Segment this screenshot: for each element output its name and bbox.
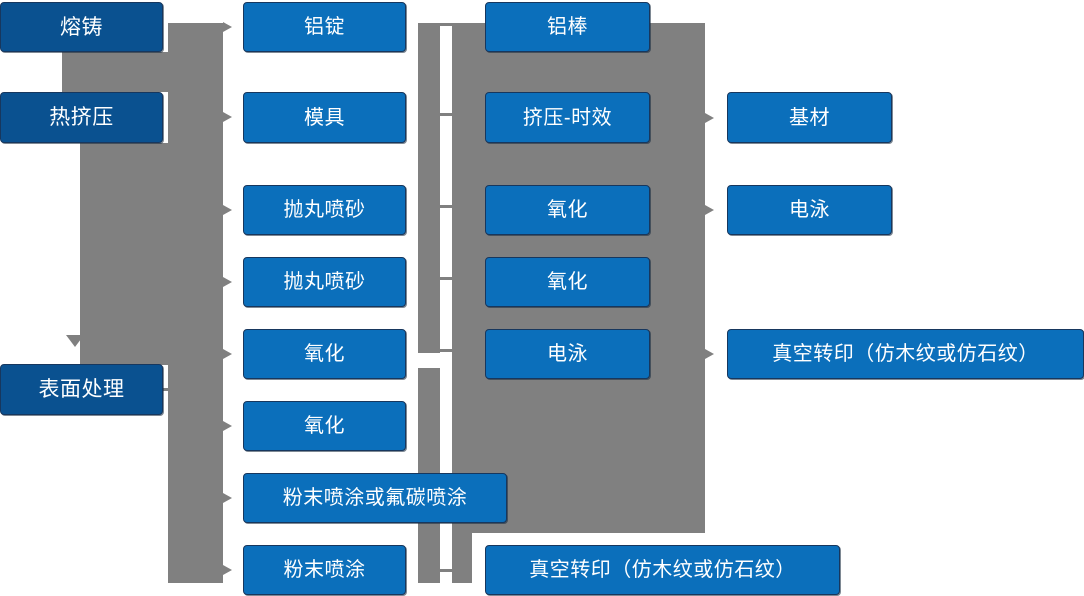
node-aluminium-bar-label: 铝棒 — [547, 16, 588, 38]
node-shot-blasting-1[interactable]: 抛丸喷砂 — [243, 185, 406, 235]
node-mould[interactable]: 模具 — [243, 92, 406, 143]
node-aluminium-bar[interactable]: 铝棒 — [485, 2, 650, 52]
stage-melt-cast[interactable]: 熔铸 — [0, 2, 163, 52]
ladder-rung-2 — [440, 113, 454, 116]
connector-extrusion-to-surface-bar — [80, 143, 180, 365]
ladder-rung-1 — [440, 23, 454, 26]
connector-stage-to-branch-a-trunk — [168, 23, 223, 583]
node-vacuum-transfer-2[interactable]: 真空转印（仿木纹或仿石纹） — [727, 329, 1084, 379]
arrow-to-shot-blasting-1 — [223, 205, 232, 215]
node-electrophoresis-2[interactable]: 电泳 — [727, 185, 892, 235]
arrow-to-shot-blasting-2 — [223, 277, 232, 287]
arrow-to-base-material — [705, 113, 714, 123]
node-oxidation-4-label: 氧化 — [547, 271, 588, 293]
stage-surface-treatment-label: 表面处理 — [38, 378, 125, 401]
node-powder-or-fluorocarbon-spray[interactable]: 粉末喷涂或氟碳喷涂 — [243, 473, 507, 523]
node-oxidation-1-label: 氧化 — [304, 343, 345, 365]
node-oxidation-3-label: 氧化 — [547, 199, 588, 221]
node-base-material[interactable]: 基材 — [727, 92, 892, 143]
arrow-to-powder-spray — [223, 565, 232, 575]
node-base-material-label: 基材 — [789, 106, 830, 129]
connector-extrusion-to-surface-arrowhead — [66, 335, 84, 347]
connector-melt-to-extrusion-slab — [62, 52, 182, 92]
connector-branch-b-slab-foot — [452, 533, 472, 583]
arrow-to-aluminium-ingot — [223, 22, 232, 32]
node-powder-or-fluorocarbon-spray-label: 粉末喷涂或氟碳喷涂 — [282, 487, 468, 509]
node-extrusion-aging[interactable]: 挤压-时效 — [485, 92, 650, 143]
node-oxidation-2[interactable]: 氧化 — [243, 401, 406, 451]
node-aluminium-ingot[interactable]: 铝锭 — [243, 2, 406, 52]
node-oxidation-4[interactable]: 氧化 — [485, 257, 650, 307]
node-oxidation-2-label: 氧化 — [304, 415, 345, 437]
node-aluminium-ingot-label: 铝锭 — [304, 16, 345, 38]
arrow-to-oxidation-2 — [223, 421, 232, 431]
node-powder-spray[interactable]: 粉末喷涂 — [243, 545, 406, 595]
stage-hot-extrusion-label: 热挤压 — [49, 106, 114, 129]
node-oxidation-3[interactable]: 氧化 — [485, 185, 650, 235]
node-shot-blasting-2[interactable]: 抛丸喷砂 — [243, 257, 406, 307]
arrow-to-oxidation-1 — [223, 349, 232, 359]
node-vacuum-transfer-1-label: 真空转印（仿木纹或仿石纹） — [529, 559, 796, 581]
node-shot-blasting-2-label: 抛丸喷砂 — [283, 271, 366, 293]
stage-hot-extrusion[interactable]: 热挤压 — [0, 92, 163, 143]
node-shot-blasting-1-label: 抛丸喷砂 — [283, 199, 366, 221]
node-mould-label: 模具 — [304, 106, 345, 129]
node-vacuum-transfer-1[interactable]: 真空转印（仿木纹或仿石纹） — [485, 545, 840, 595]
node-powder-spray-label: 粉末喷涂 — [283, 559, 366, 581]
connector-melt-to-extrusion-arrowhead — [66, 74, 84, 86]
arrow-to-mould — [223, 112, 232, 122]
stage-surface-treatment[interactable]: 表面处理 — [0, 364, 163, 415]
node-electrophoresis-1[interactable]: 电泳 — [485, 329, 650, 379]
arrow-to-electrophoresis-2 — [705, 205, 714, 215]
ladder-rung-5 — [440, 349, 454, 352]
arrow-to-vacuum-transfer-2 — [705, 349, 714, 359]
connector-ladder-left-bar-upper — [418, 23, 440, 353]
node-extrusion-aging-label: 挤压-时效 — [522, 106, 613, 129]
ladder-rung-6 — [440, 569, 454, 572]
node-electrophoresis-2-label: 电泳 — [789, 199, 830, 221]
ladder-rung-3 — [440, 205, 454, 208]
node-oxidation-1[interactable]: 氧化 — [243, 329, 406, 379]
ladder-rung-4 — [440, 277, 454, 280]
stage-melt-cast-label: 熔铸 — [60, 15, 103, 39]
node-electrophoresis-1-label: 电泳 — [547, 343, 588, 365]
arrow-to-powder-or-fluorocarbon-spray — [223, 493, 232, 503]
node-vacuum-transfer-2-label: 真空转印（仿木纹或仿石纹） — [772, 343, 1039, 365]
connector-surface-treatment-stub — [163, 388, 185, 391]
